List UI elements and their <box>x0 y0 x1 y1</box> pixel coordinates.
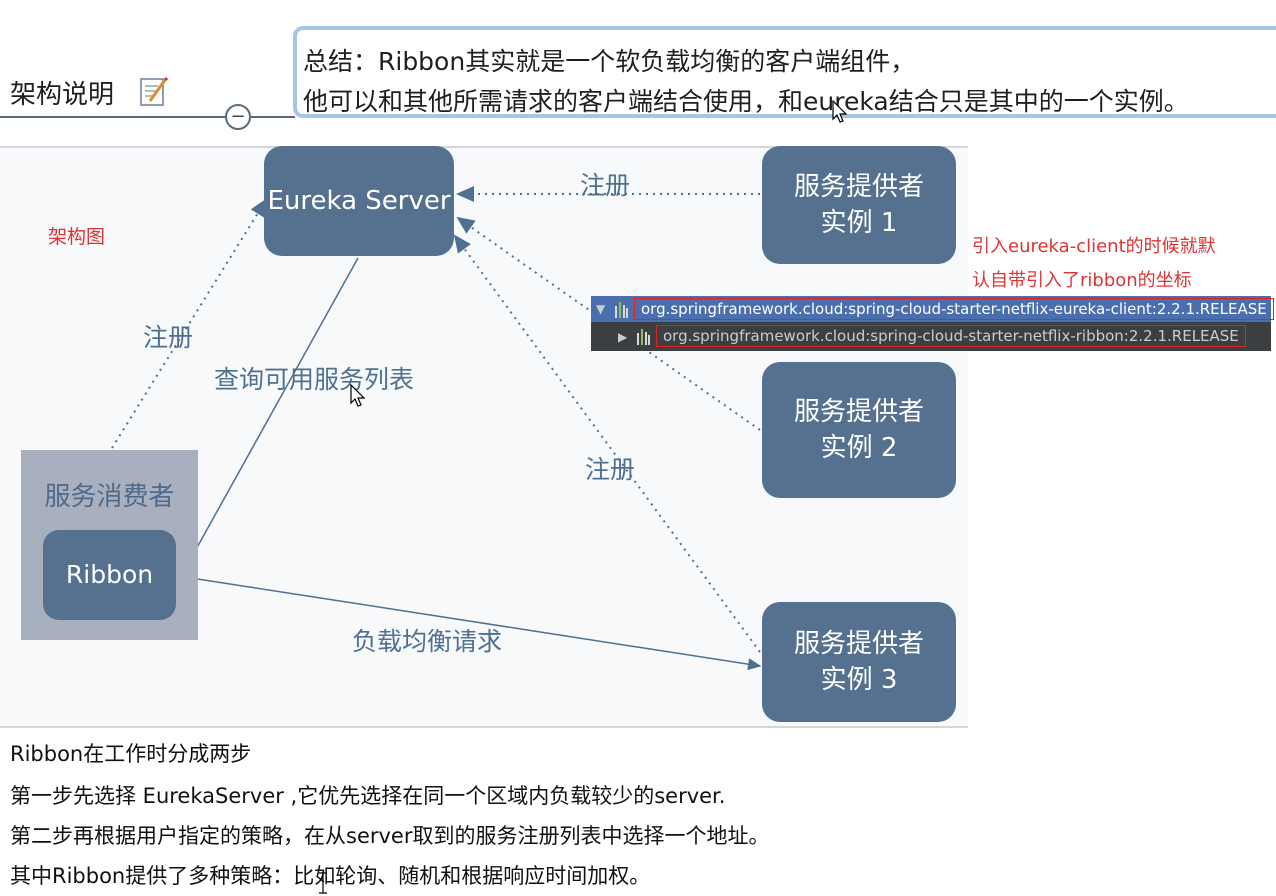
provider-label: 服务提供者 <box>793 172 924 202</box>
edge-label-load-balance: 负载均衡请求 <box>352 627 503 656</box>
expand-right-icon[interactable]: ▶ <box>618 330 628 344</box>
provider-instance: 实例 2 <box>820 433 898 463</box>
provider-node-3: 服务提供者 实例 3 <box>762 602 956 722</box>
edge-query-service-list <box>179 257 359 580</box>
provider-node-1: 服务提供者 实例 1 <box>762 146 956 264</box>
provider-label: 服务提供者 <box>793 397 924 427</box>
expand-down-icon[interactable]: ▼ <box>596 302 606 316</box>
summary-callout[interactable] <box>293 26 1276 118</box>
topic-title[interactable]: 架构说明 <box>10 80 115 110</box>
consumer-label: 服务消费者 <box>44 482 175 512</box>
library-bars-icon <box>615 302 628 318</box>
provider-label: 服务提供者 <box>793 629 924 659</box>
body-text-line-1: Ribbon在工作时分成两步 <box>10 742 252 766</box>
ribbon-node: Ribbon <box>43 530 176 620</box>
branch-connector <box>251 116 295 118</box>
body-text-line-3: 第二步再根据用户指定的策略，在从server取到的服务注册列表中选择一个地址。 <box>10 824 770 848</box>
topic-underline <box>0 116 232 118</box>
edge-label-register-left: 注册 <box>143 323 194 352</box>
mouse-pointer-icon <box>350 384 366 407</box>
edge-load-balance <box>177 575 762 671</box>
collapse-toggle-button[interactable]: − <box>225 104 251 130</box>
dependency-row-selected[interactable] <box>591 296 1271 322</box>
mouse-pointer-icon <box>832 100 848 123</box>
annotation-note-line-1: 引入eureka-client的时候就默 <box>972 236 1216 257</box>
eureka-server-label: Eureka Server <box>267 186 451 216</box>
ribbon-label: Ribbon <box>65 560 154 589</box>
eureka-server-node: Eureka Server <box>264 146 454 256</box>
note-icon[interactable] <box>138 76 168 108</box>
provider-instance: 实例 1 <box>820 208 898 238</box>
provider-node-2: 服务提供者 实例 2 <box>762 362 956 498</box>
architecture-label: 架构图 <box>48 226 106 248</box>
text-cursor-icon <box>319 872 327 894</box>
summary-line-2: 他可以和其他所需请求的客户端结合使用，和eureka结合只是其中的一个实例。 <box>303 87 1189 116</box>
dependency-eureka-client[interactable]: org.springframework.cloud:spring-cloud-s… <box>634 298 1274 320</box>
edge-label-query: 查询可用服务列表 <box>214 365 415 394</box>
annotation-note-line-2: 认自带引入了ribbon的坐标 <box>972 270 1192 291</box>
edge-label-register-top: 注册 <box>580 171 631 200</box>
summary-line-1: 总结：Ribbon其实就是一个软负载均衡的客户端组件， <box>303 47 916 76</box>
dependency-ribbon[interactable]: org.springframework.cloud:spring-cloud-s… <box>656 325 1246 347</box>
edge-register-provider-3 <box>453 234 761 653</box>
library-bars-icon <box>637 329 650 345</box>
edge-label-register-mid: 注册 <box>585 455 636 484</box>
body-text-line-2: 第一步先选择 EurekaServer ,它优先选择在同一个区域内负载较少的se… <box>10 784 726 808</box>
body-text-line-4: 其中Ribbon提供了多种策略：比如轮询、随机和根据响应时间加权。 <box>10 864 651 888</box>
provider-instance: 实例 3 <box>820 665 898 695</box>
